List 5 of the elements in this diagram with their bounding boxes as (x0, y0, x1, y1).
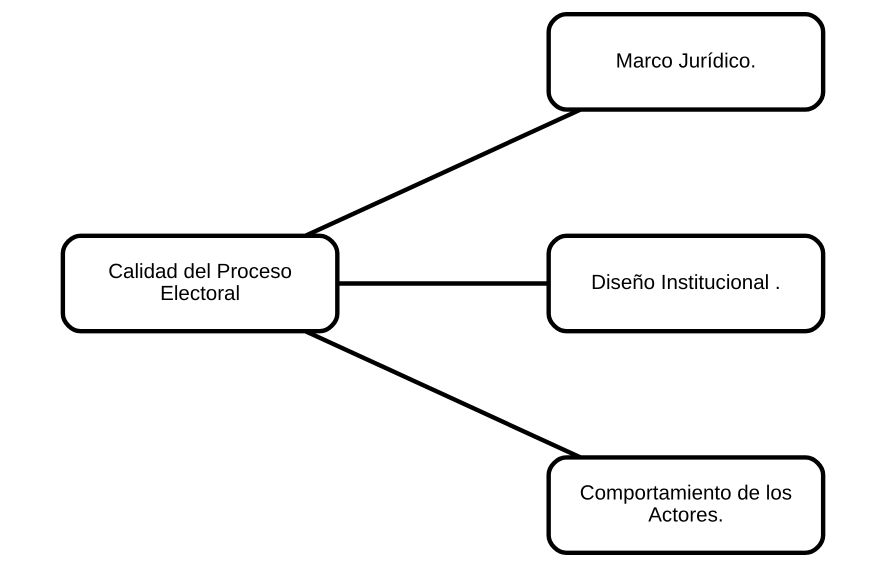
node-box: Marco Jurídico. (546, 12, 826, 112)
connector (337, 281, 548, 286)
node-box: Calidad del Proceso Electoral (60, 234, 340, 334)
node-box: Comportamiento de los Actores. (546, 455, 826, 556)
node-box: Diseño Institucional . (546, 234, 826, 334)
